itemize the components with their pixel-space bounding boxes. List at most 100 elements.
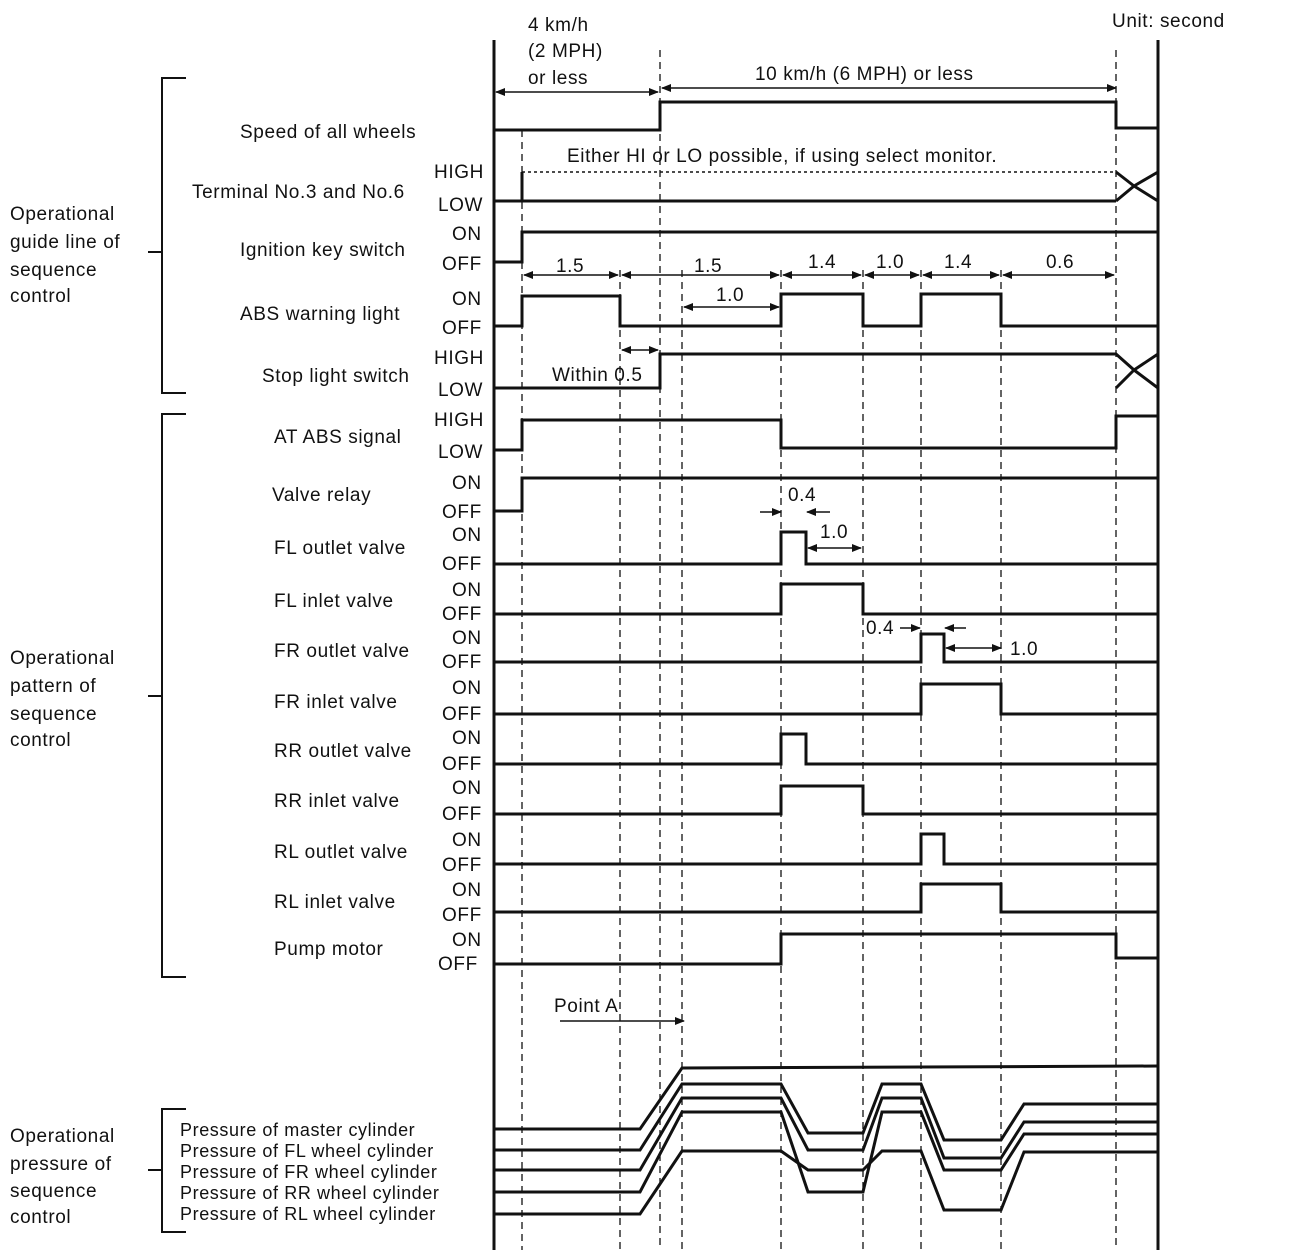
signal-name-abs-warning: ABS warning light [240, 304, 400, 325]
timing-within: Within 0.5 [552, 365, 642, 386]
signal-names: Speed of all wheels Terminal No.3 and No… [192, 122, 416, 960]
svg-text:OFF: OFF [442, 804, 482, 825]
pattern-bracket [161, 413, 186, 978]
signal-name-pump-motor: Pump motor [274, 939, 384, 960]
svg-text:ON: ON [452, 678, 482, 699]
svg-text:OFF: OFF [442, 652, 482, 673]
svg-text:Pressure of RR wheel cylinder: Pressure of RR wheel cylinder [180, 1183, 440, 1203]
signal-name-at-abs: AT ABS signal [274, 427, 402, 448]
timing-fl-after: 1.0 [820, 522, 848, 543]
svg-text:ON: ON [452, 473, 482, 494]
pressure-master [494, 1064, 1159, 1131]
unit-label: Unit: second [1112, 11, 1225, 32]
svg-text:OFF: OFF [442, 604, 482, 625]
waveform-rr-inlet [494, 784, 1158, 816]
guide-line-section-label: Operational guide line of sequence contr… [10, 204, 120, 307]
waveform-speed [494, 100, 1158, 132]
svg-text:OFF: OFF [442, 855, 482, 876]
svg-text:OFF: OFF [442, 318, 482, 339]
svg-text:HIGH: HIGH [434, 162, 484, 183]
svg-text:Pressure of FR wheel cylinder: Pressure of FR wheel cylinder [180, 1162, 438, 1182]
svg-text:pressure of: pressure of [10, 1154, 112, 1175]
timing-fl-pulse: 0.4 [788, 485, 816, 506]
svg-text:Pressure of master cylinder: Pressure of master cylinder [180, 1120, 415, 1140]
either-note: Either HI or LO possible, if using selec… [567, 146, 997, 167]
svg-text:guide line of: guide line of [10, 232, 120, 253]
waveform-rr-outlet [494, 732, 1158, 766]
waveform-rl-outlet [494, 832, 1158, 866]
svg-text:sequence: sequence [10, 1181, 97, 1202]
svg-text:pattern of: pattern of [10, 676, 96, 697]
state-labels: HIGH LOW ON OFF ON OFF HIGH LOW HIGH LOW… [434, 162, 484, 975]
svg-text:ON: ON [452, 525, 482, 546]
signal-name-rr-outlet: RR outlet valve [274, 741, 412, 762]
svg-text:Operational: Operational [10, 648, 115, 669]
signal-name-fr-inlet: FR inlet valve [274, 692, 398, 713]
svg-text:OFF: OFF [442, 554, 482, 575]
svg-text:Operational: Operational [10, 204, 115, 225]
svg-text:LOW: LOW [438, 195, 483, 216]
svg-text:Pressure of RL wheel cylinder: Pressure of RL wheel cylinder [180, 1204, 436, 1224]
svg-text:ON: ON [452, 728, 482, 749]
svg-text:ON: ON [452, 224, 482, 245]
svg-text:OFF: OFF [442, 704, 482, 725]
timing-t4: 1.0 [876, 252, 904, 273]
signal-name-rr-inlet: RR inlet valve [274, 791, 400, 812]
svg-text:LOW: LOW [438, 442, 483, 463]
timing-t3: 1.4 [808, 252, 836, 273]
svg-text:ON: ON [452, 289, 482, 310]
svg-text:HIGH: HIGH [434, 410, 484, 431]
svg-text:Pressure of FL wheel cylinder: Pressure of FL wheel cylinder [180, 1141, 434, 1161]
signal-name-ignition: Ignition key switch [240, 240, 406, 261]
pressure-rr [494, 1110, 1158, 1194]
pressure-section-label: Operational pressure of sequence control [10, 1126, 114, 1228]
svg-text:ON: ON [452, 628, 482, 649]
waveform-pump-motor [494, 932, 1158, 966]
speed-low-label-3: or less [528, 68, 588, 89]
signal-name-speed: Speed of all wheels [240, 122, 416, 143]
speed-low-label-1: 4 km/h [528, 15, 589, 36]
svg-text:OFF: OFF [438, 954, 478, 975]
pressure-labels: Pressure of master cylinder Pressure of … [180, 1120, 440, 1224]
svg-text:control: control [10, 286, 71, 307]
svg-text:ON: ON [452, 930, 482, 951]
waveform-fr-inlet [494, 682, 1158, 716]
signal-name-rl-outlet: RL outlet valve [274, 842, 408, 863]
waveform-fl-inlet [494, 582, 1158, 616]
svg-text:ON: ON [452, 880, 482, 901]
signal-name-fr-outlet: FR outlet valve [274, 641, 410, 662]
timing-labels: 1.5 1.5 1.4 1.0 1.4 0.6 1.0 Within 0.5 0… [552, 252, 1074, 1017]
waveform-fl-outlet [494, 530, 1158, 566]
signal-name-fl-inlet: FL inlet valve [274, 591, 394, 612]
pattern-section-label: Operational pattern of sequence control [10, 648, 115, 751]
signal-name-fl-outlet: FL outlet valve [274, 538, 406, 559]
svg-text:ON: ON [452, 580, 482, 601]
svg-text:OFF: OFF [442, 254, 482, 275]
waveform-abs-warning [494, 292, 1158, 328]
svg-text:LOW: LOW [438, 380, 483, 401]
waveform-fr-outlet [494, 632, 1158, 664]
waveform-rl-inlet [494, 882, 1158, 914]
svg-text:ON: ON [452, 830, 482, 851]
svg-text:ON: ON [452, 778, 482, 799]
svg-text:control: control [10, 730, 71, 751]
svg-text:sequence: sequence [10, 704, 97, 725]
speed-low-label-2: (2 MPH) [528, 41, 603, 62]
signal-name-stop-light: Stop light switch [262, 366, 410, 387]
timing-warn-off: 1.0 [716, 285, 744, 306]
pressure-fl [494, 1082, 1158, 1152]
timing-t1: 1.5 [556, 256, 584, 277]
waveforms [494, 100, 1159, 966]
svg-text:control: control [10, 1207, 71, 1228]
signal-name-valve-relay: Valve relay [272, 485, 371, 506]
timing-t6: 0.6 [1046, 252, 1074, 273]
timing-fr-after: 1.0 [1010, 639, 1038, 660]
svg-text:OFF: OFF [442, 502, 482, 523]
svg-text:HIGH: HIGH [434, 348, 484, 369]
timing-dimensions [523, 271, 1115, 1025]
pressure-fr [494, 1096, 1158, 1172]
svg-text:sequence: sequence [10, 260, 97, 281]
signal-name-terminal: Terminal No.3 and No.6 [192, 182, 405, 203]
point-a-label: Point A [554, 996, 618, 1017]
